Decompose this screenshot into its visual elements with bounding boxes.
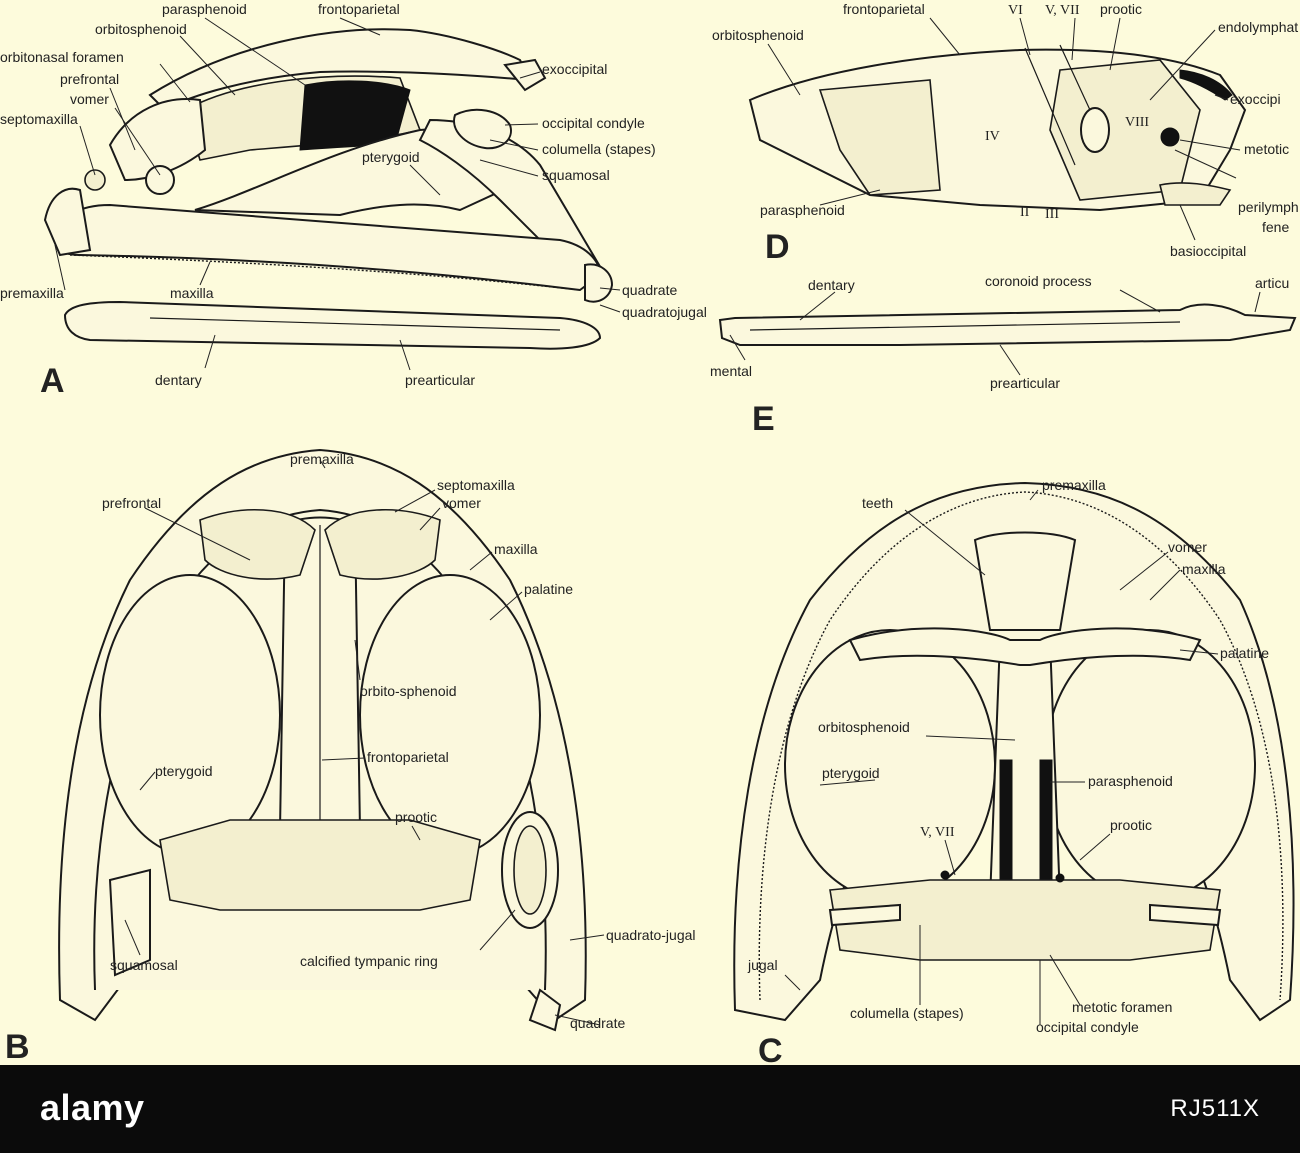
d-label-iv: IV [985,129,1000,144]
a-label-quadrate: quadrate [622,282,677,298]
a-label-prearticular: prearticular [405,372,475,388]
panel-d-braincase: frontoparietal orbitosphenoid VI V, VII … [712,1,1299,266]
c-label-metotic-foramen: metotic foramen [1072,999,1172,1015]
d-label-endolymphatic: endolymphat [1218,19,1298,35]
c-label-parasphenoid: parasphenoid [1088,773,1173,789]
c-label-vomer: vomer [1168,539,1207,555]
b-label-prefrontal: prefrontal [102,495,161,511]
c-label-maxilla: maxilla [1182,561,1226,577]
a-label-orbitonasal-foramen: orbitonasal foramen [0,49,124,65]
a-label-septomaxilla: septomaxilla [0,111,78,127]
d-label-vi: VI [1008,3,1023,18]
b-label-frontoparietal: frontoparietal [367,749,449,765]
d-label-frontoparietal: frontoparietal [843,1,925,17]
a-label-occipital-condyle: occipital condyle [542,115,645,131]
c-label-palatine: palatine [1220,645,1269,661]
panel-c-ventral-skull: premaxilla teeth vomer maxilla palatine … [733,477,1295,1065]
c-label-premaxilla: premaxilla [1042,477,1106,493]
panel-letter-a: A [40,362,65,400]
a-label-maxilla: maxilla [170,285,214,301]
a-label-orbitosphenoid: orbitosphenoid [95,21,187,37]
e-label-articular: articu [1255,275,1289,291]
b-label-quadratojugal: quadrato-jugal [606,927,696,943]
a-label-prefrontal: prefrontal [60,71,119,87]
panel-letter-e: E [752,400,775,438]
a-label-dentary: dentary [155,372,202,388]
d-label-ii: II [1020,205,1030,220]
c-label-occipital-condyle: occipital condyle [1036,1019,1139,1035]
a-label-parasphenoid: parasphenoid [162,1,247,17]
panel-b-dorsal-skull: premaxilla septomaxilla vomer prefrontal… [5,448,696,1065]
e-label-prearticular: prearticular [990,375,1060,391]
b-label-palatine: palatine [524,581,573,597]
b-label-vomer: vomer [442,495,481,511]
b-label-quadrate: quadrate [570,1015,625,1031]
d-label-exoccipital: exoccipi [1230,91,1281,107]
c-label-columella: columella (stapes) [850,1005,964,1021]
panel-letter-b: B [5,1028,30,1065]
a-label-frontoparietal: frontoparietal [318,1,400,17]
d-label-basioccipital: basioccipital [1170,243,1246,259]
skull-figure: parasphenoid frontoparietal orbitospheno… [0,1,1299,1065]
b-label-septomaxilla: septomaxilla [437,477,515,493]
e-label-coronoid-process: coronoid process [985,273,1092,289]
c-label-quadratojugal: jugal [747,957,778,973]
panel-a-lateral-skull: parasphenoid frontoparietal orbitospheno… [0,1,707,400]
b-label-orbitosphenoid: orbito-sphenoid [360,683,457,699]
d-label-prootic: prootic [1100,1,1142,17]
d-label-orbitosphenoid: orbitosphenoid [712,27,804,43]
watermark-bar: alamy RJ511X [0,1065,1300,1153]
b-label-maxilla: maxilla [494,541,538,557]
image-id: RJ511X [1170,1095,1260,1122]
a-label-premaxilla: premaxilla [0,285,64,301]
alamy-logo: alamy [40,1087,145,1128]
d-label-parasphenoid: parasphenoid [760,202,845,218]
c-label-prootic: prootic [1110,817,1152,833]
a-label-exoccipital: exoccipital [542,61,607,77]
c-label-teeth: teeth [862,495,893,511]
panel-letter-d: D [765,228,790,266]
a-label-squamosal: squamosal [542,167,610,183]
panel-e-lower-jaw: dentary coronoid process articu mental p… [710,273,1297,438]
d-label-metotic: metotic [1244,141,1289,157]
b-label-prootic: prootic [395,809,437,825]
b-label-pterygoid: pterygoid [155,763,213,779]
d-label-viii: VIII [1125,115,1149,130]
b-label-squamosal: squamosal [110,957,178,973]
c-label-v-vii: V, VII [920,825,955,840]
panel-letter-c: C [758,1032,783,1065]
d-label-fenestra: fene [1262,219,1289,235]
a-label-quadratojugal: quadratojugal [622,304,707,320]
d-label-perilymphatic: perilymph [1238,199,1299,215]
c-label-orbitosphenoid: orbitosphenoid [818,719,910,735]
e-label-dentary: dentary [808,277,855,293]
c-label-pterygoid: pterygoid [822,765,880,781]
b-label-premaxilla: premaxilla [290,451,354,467]
d-label-iii: III [1045,207,1059,222]
d-label-v-vii: V, VII [1045,3,1080,18]
a-label-vomer: vomer [70,91,109,107]
e-label-mental: mental [710,363,752,379]
b-label-tympanic-ring: calcified tympanic ring [300,953,438,969]
a-label-pterygoid: pterygoid [362,149,420,165]
a-label-columella: columella (stapes) [542,141,656,157]
